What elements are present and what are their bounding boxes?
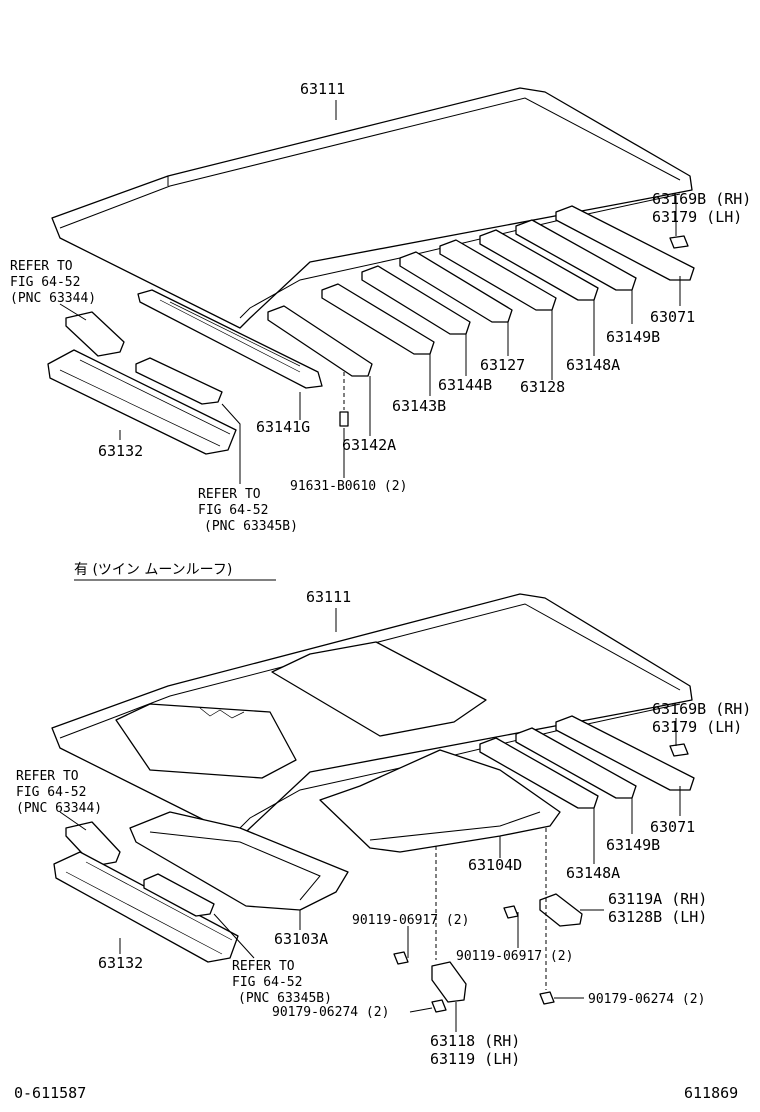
label-63119a-rh: 63119A (RH) [608,890,707,908]
label-63103a: 63103A [274,930,328,948]
label-63128b-lh: 63128B (LH) [608,908,707,926]
label-63132-top: 63132 [98,442,143,460]
moonroof-opening-rear[interactable] [271,641,487,737]
refer-bottom-bottom-line1: REFER TO [232,959,295,974]
label-63071-bottom: 63071 [650,818,695,836]
footer-left-code: 0-611587 [14,1084,86,1102]
label-63132-bottom: 63132 [98,954,143,972]
refer-left-bottom-line2: FIG 64-52 [16,785,86,800]
crossmember-63132-top[interactable] [47,349,237,455]
label-bolt-90119-a: 90119-06917 (2) [352,913,469,928]
refer-left-bottom-line3: (PNC 63344) [16,801,102,816]
roof-panel-top[interactable] [51,87,693,329]
roof-bows-top [267,205,695,377]
refer-left-top-line1: REFER TO [10,259,73,274]
nut-90179-right[interactable] [539,991,555,1005]
moonroof-opening-front[interactable] [115,703,297,779]
label-63071-top: 63071 [650,308,695,326]
label-63142a-top: 63142A [342,436,396,454]
label-63179-top: 63179 (LH) [652,208,742,226]
label-bolt-90119-b: 90119-06917 (2) [456,949,573,964]
sunroof-housing-63103a[interactable] [129,811,349,911]
refer-left-top-line2: FIG 64-52 [10,275,80,290]
refer-bottom-top-line2: FIG 64-52 [198,503,268,518]
bracket-63344-bottom[interactable] [65,821,121,867]
label-63148a-top: 63148A [566,356,620,374]
label-roof-panel-bottom: 63111 [306,588,351,606]
label-roof-panel-top: 63111 [300,80,345,98]
footer-right-code: 611869 [684,1084,738,1102]
label-63143b-top: 63143B [392,397,446,415]
roof-bows-bottom [479,715,695,809]
label-63148a-bottom: 63148A [566,864,620,882]
label-63149b-bottom: 63149B [606,836,660,854]
refer-bottom-bottom-line3: (PNC 63345B) [238,991,332,1006]
bracket-63345b-bottom[interactable] [143,873,215,917]
plate-63169b-b[interactable] [669,743,689,757]
bolt-90119-right[interactable] [503,905,519,919]
nut-90179-left[interactable] [431,999,447,1013]
label-nut-90179-b: 90179-06274 (2) [588,992,705,1007]
label-63118-rh: 63118 (RH) [430,1032,520,1050]
label-63119-lh: 63119 (LH) [430,1050,520,1068]
bracket-63118[interactable] [431,961,467,1003]
label-63104d: 63104D [468,856,522,874]
rear-header-63071-b[interactable] [555,715,695,791]
bolt-90119-left[interactable] [393,951,409,965]
plate-63169b[interactable] [669,235,689,249]
bolt-91631-top[interactable] [339,411,349,427]
top-roof-assembly [47,87,695,484]
label-63128-top: 63128 [520,378,565,396]
label-63179-bottom: 63179 (LH) [652,718,742,736]
refer-left-top-line3: (PNC 63344) [10,291,96,306]
rear-header-63071[interactable] [555,205,695,281]
refer-bottom-bottom-line2: FIG 64-52 [232,975,302,990]
bracket-63119a[interactable] [539,893,583,927]
bottom-roof-assembly [51,593,695,1032]
section-heading-twin-moonroof: 有 (ツイン ムーンルーフ) [74,562,232,578]
refer-bottom-top-line1: REFER TO [198,487,261,502]
bracket-63345b-top[interactable] [135,357,223,405]
label-bolt-91631: 91631-B0610 (2) [290,479,407,494]
label-63169b-bottom: 63169B (RH) [652,700,751,718]
front-header-rail[interactable] [137,289,323,389]
roof-bow-63142a[interactable] [267,305,373,377]
label-63144b-top: 63144B [438,376,492,394]
label-63141g-top: 63141G [256,418,310,436]
refer-left-bottom-line1: REFER TO [16,769,79,784]
label-nut-90179-a: 90179-06274 (2) [272,1005,389,1020]
label-63169b-top: 63169B (RH) [652,190,751,208]
label-63127-top: 63127 [480,356,525,374]
crossmember-63132-bottom[interactable] [53,851,239,963]
label-63149b-top: 63149B [606,328,660,346]
bracket-63344-top[interactable] [65,311,125,357]
refer-bottom-top-line3: (PNC 63345B) [204,519,298,534]
